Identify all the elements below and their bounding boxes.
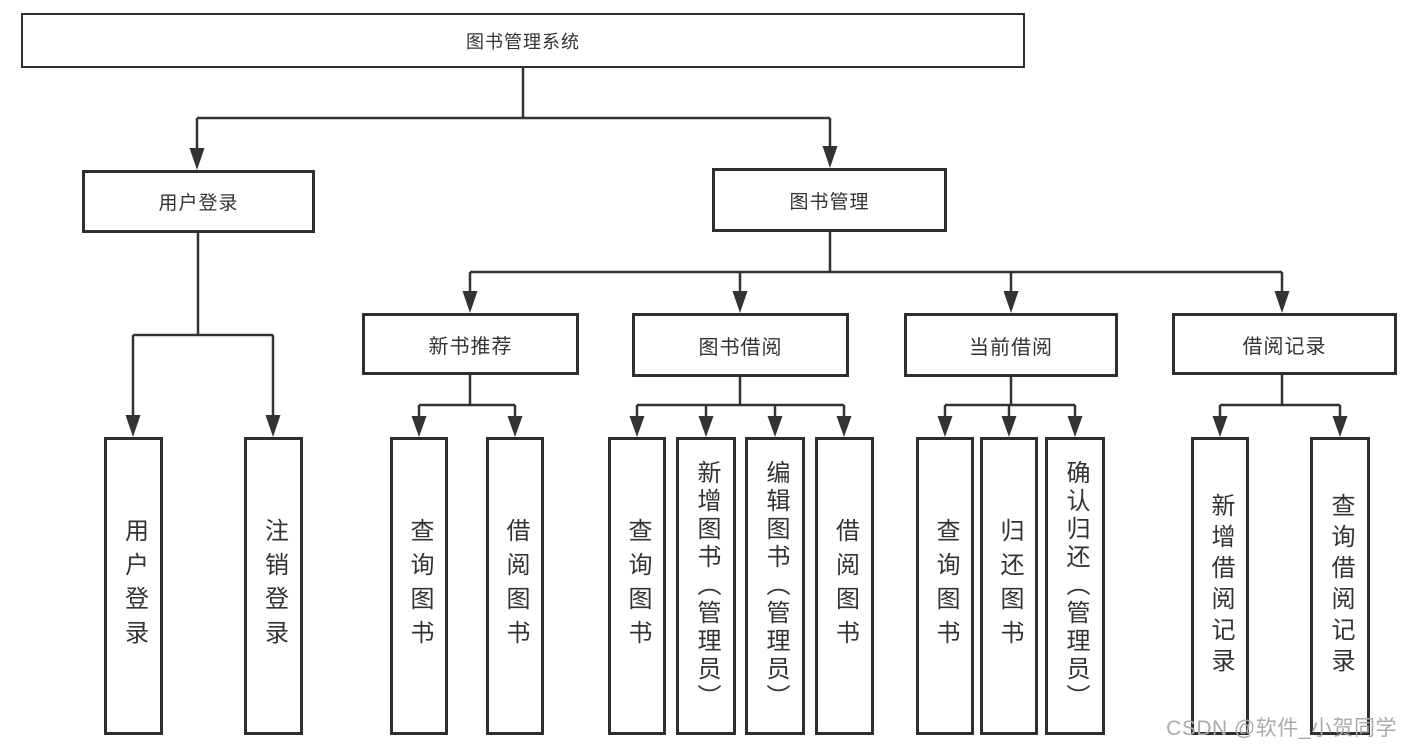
node-new-book-recommend: 新书推荐	[362, 313, 579, 375]
node-label: 查询图书	[406, 518, 433, 654]
node-book-borrow: 图书借阅	[632, 313, 849, 377]
node-user-login: 用户登录	[82, 170, 315, 233]
node-borrow-records: 借阅记录	[1172, 313, 1397, 375]
node-label: 借阅图书	[831, 518, 859, 654]
node-label: 图书管理系统	[466, 31, 580, 52]
node-label: 查询图书	[624, 518, 651, 654]
node-add-borrow-record: 新增借阅记录	[1191, 437, 1249, 735]
node-label: 注销登录	[260, 518, 288, 654]
node-label: 图书借阅	[698, 336, 783, 359]
node-query-books-3: 查询图书	[916, 437, 974, 735]
node-library-management-system: 图书管理系统	[21, 13, 1025, 68]
connector-borrow-records	[1212, 375, 1348, 437]
node-logout: 注销登录	[244, 437, 303, 735]
node-add-books-admin: 新增图书（管理员）	[676, 437, 736, 735]
node-label: 用户登录	[158, 193, 239, 214]
node-label: 确认归还（管理员）	[1062, 460, 1089, 712]
node-query-borrow-record: 查询借阅记录	[1310, 437, 1370, 735]
csdn-watermark: CSDN @软件_小贺同学	[1166, 717, 1397, 740]
node-label: 借阅图书	[502, 518, 529, 654]
node-label: 当前借阅	[969, 336, 1053, 359]
node-label: 查询图书	[932, 518, 959, 654]
node-query-books-1: 查询图书	[390, 437, 448, 735]
node-edit-books-admin: 编辑图书（管理员）	[745, 437, 805, 735]
node-confirm-return-admin: 确认归还（管理员）	[1045, 437, 1105, 735]
node-label: 借阅记录	[1242, 335, 1327, 358]
node-label: 查询借阅记录	[1327, 493, 1354, 679]
node-label: 归还图书	[996, 518, 1023, 654]
node-label: 新书推荐	[428, 335, 513, 358]
node-user-login-leaf: 用户登录	[104, 437, 163, 735]
node-borrow-books-1: 借阅图书	[486, 437, 544, 735]
node-label: 图书管理	[789, 191, 870, 213]
node-return-books: 归还图书	[980, 437, 1038, 735]
connector-current-borrow	[937, 377, 1083, 437]
connector-root	[189, 68, 838, 170]
node-label: 新增图书（管理员）	[693, 460, 720, 712]
node-current-borrow: 当前借阅	[904, 313, 1118, 377]
node-label: 用户登录	[120, 518, 148, 654]
connector-new-book-recommend	[411, 375, 523, 437]
node-query-books-2: 查询图书	[608, 437, 666, 735]
node-label: 新增借阅记录	[1207, 493, 1234, 679]
node-label: 编辑图书（管理员）	[762, 460, 789, 712]
node-book-management: 图书管理	[712, 168, 947, 232]
node-borrow-books-2: 借阅图书	[815, 437, 874, 735]
connector-user-login	[125, 233, 281, 437]
connector-book-management	[462, 232, 1290, 313]
connector-book-borrow	[629, 377, 852, 437]
